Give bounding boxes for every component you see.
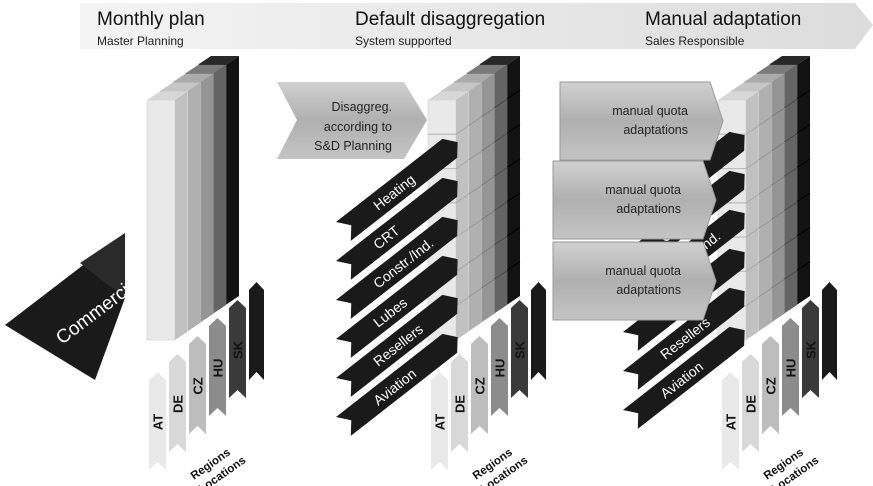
region-arrow-extra [531, 282, 546, 380]
manual-quota-boxes: manual quota adaptations manual quota adapt… [552, 81, 724, 321]
region-arrow-cz: CZ [471, 336, 488, 434]
region-arrow-cz: CZ [762, 336, 779, 434]
region-label-at: AT [724, 414, 739, 430]
manual-quota-text: adaptations [616, 283, 681, 297]
region-arrow-sk: SK [229, 300, 246, 398]
cube-default-disaggregation [427, 56, 521, 341]
header-band-arrow [80, 3, 873, 49]
segment-ribbon-heating: Heating [336, 138, 458, 241]
stage-subtitle-manual: Sales Responsible [645, 34, 745, 48]
region-label-cz: CZ [764, 377, 779, 394]
region-arrow-hu: HU [782, 318, 799, 416]
manual-quota-text: adaptations [616, 202, 681, 216]
region-arrow-de: DE [169, 354, 186, 452]
region-arrow-sk: SK [802, 300, 819, 398]
region-label-hu: HU [211, 359, 226, 378]
stage-title-monthly: Monthly plan [97, 9, 205, 30]
stage-title-manual: Manual adaptation [645, 9, 801, 30]
disaggregation-line-1: Disaggreg. [332, 100, 392, 114]
region-label-cz: CZ [191, 377, 206, 394]
region-arrow-at: AT [431, 372, 448, 470]
region-label-de: DE [744, 395, 759, 413]
stage-subtitle-monthly: Master Planning [97, 34, 184, 48]
region-arrow-at: AT [722, 372, 739, 470]
region-label-at: AT [433, 414, 448, 430]
stage-title-default: Default disaggregation [355, 9, 545, 30]
region-arrow-hu: HU [491, 318, 508, 416]
region-arrow-sk: SK [511, 300, 528, 398]
manual-quota-box-1: manual quota adaptations [559, 81, 724, 161]
disaggregation-line-2: according to [324, 120, 392, 134]
region-label-sk: SK [231, 340, 246, 359]
region-arrow-hu: HU [209, 318, 226, 416]
region-arrow-extra [822, 282, 837, 380]
manual-quota-text: manual quota [605, 183, 681, 197]
region-label-sk: SK [804, 340, 819, 359]
region-label-at: AT [151, 414, 166, 430]
region-arrow-de: DE [451, 354, 468, 452]
region-arrow-de: DE [742, 354, 759, 452]
manual-quota-box-3: manual quota adaptations [552, 241, 717, 321]
region-label-sk: SK [513, 340, 528, 359]
region-label-de: DE [453, 395, 468, 413]
manual-quota-box-2: manual quota adaptations [552, 160, 717, 240]
region-arrow-extra [249, 282, 264, 380]
region-arrow-at: AT [149, 372, 166, 470]
manual-quota-text: manual quota [612, 104, 688, 118]
region-label-cz: CZ [473, 377, 488, 394]
region-label-de: DE [171, 395, 186, 413]
region-arrow-cz: CZ [189, 336, 206, 434]
disaggregation-line-3: S&D Planning [314, 139, 392, 153]
cube-slab-0 [146, 92, 187, 341]
segment-ribbon-crt: CRT [336, 177, 458, 280]
manual-quota-text: manual quota [605, 264, 681, 278]
manual-quota-text: adaptations [623, 123, 688, 137]
cube-monthly-plan [146, 56, 239, 341]
region-label-hu: HU [493, 359, 508, 378]
commercial-arrow: Commercial [5, 233, 146, 380]
stage-subtitle-default: System supported [355, 34, 452, 48]
region-label-hu: HU [784, 359, 799, 378]
disaggregation-chevron: Disaggreg. according to S&D Planning [277, 82, 427, 159]
